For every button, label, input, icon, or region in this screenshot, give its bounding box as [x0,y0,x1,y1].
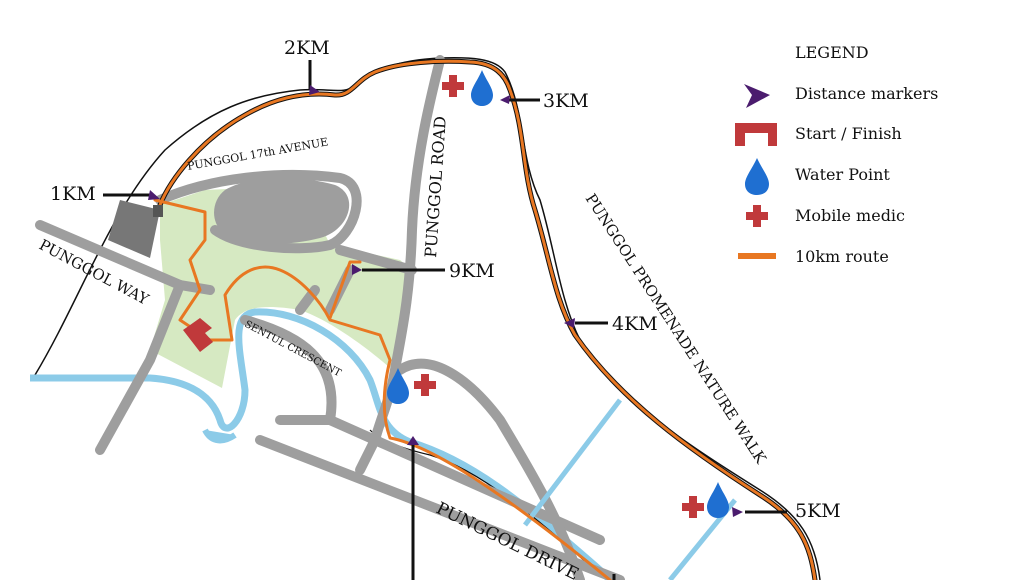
distance-marker-2km: 2KM [284,37,330,95]
km9-label: 9KM [449,260,495,282]
mobile-medic-icon [442,75,464,97]
lake [214,178,350,245]
river [30,308,613,580]
roads [35,55,625,580]
legend-start-finish: Start / Finish [795,124,902,143]
distance-marker-icon [564,318,575,328]
aid-station-sentul [387,368,436,404]
legend-water-point: Water Point [795,165,890,184]
distance-marker-1km: 1KM [50,183,160,205]
route-10km [153,58,818,580]
legend-route: 10km route [795,247,889,266]
distance-marker-icon [407,436,419,445]
distance-marker-icon [352,264,362,275]
water-point-icon [707,482,729,518]
mobile-medic-icon [682,496,704,518]
legend-mobile-medic-icon [746,205,768,227]
river-inlet [202,428,237,444]
legend-start-finish-icon [735,123,777,146]
distance-marker-4km: 4KM [564,313,658,335]
mobile-medic-icon [414,374,436,396]
road-punggol-17th-avenue [155,170,362,254]
distance-marker-9km: 9KM [352,260,495,282]
road-side-1 [175,280,215,295]
aid-station-promenade [682,482,729,518]
road-inner-curve [395,358,585,580]
legend-distance-markers: Distance markers [795,84,938,103]
road-label-punggol-promenade: PUNGGOL PROMENADE NATURE WALK [582,190,771,467]
km1-label: 1KM [50,183,96,205]
aid-station-punggol-road [442,70,493,106]
road-connector [355,435,380,475]
road-punggol-17th-ext [335,245,417,275]
distance-marker-icon [500,95,510,104]
parking-lot [108,200,160,258]
distance-marker-5km: 5KM [732,500,841,522]
km3-label: 3KM [543,90,589,112]
road-punggol-drive [255,435,625,580]
distance-marker-bottom [407,436,616,580]
distance-marker-3km: 3KM [500,90,589,112]
legend-mobile-medic: Mobile medic [795,206,905,225]
start-finish-marker [183,318,213,352]
legend: LEGEND Distance markers Start / Finish W… [735,43,938,266]
km5-label: 5KM [795,500,841,522]
road-sentul-crescent [240,315,337,425]
park-area [150,188,412,388]
legend-distance-marker-icon [744,84,770,108]
water-point-icon [471,70,493,106]
km4-label: 4KM [612,313,658,335]
water-point-icon [387,368,409,404]
distance-marker-icon [732,507,743,517]
road-punggol-way [35,220,185,455]
km2-label: 2KM [284,37,330,59]
start-gate-small [153,205,163,217]
legend-route-swatch [738,253,776,259]
distance-marker-icon [148,190,160,200]
legend-title: LEGEND [795,43,869,62]
distance-marker-icon [309,85,320,95]
road-label-sentul-crescent: SENTUL CRESCENT [243,319,343,379]
legend-water-point-icon [745,158,769,195]
